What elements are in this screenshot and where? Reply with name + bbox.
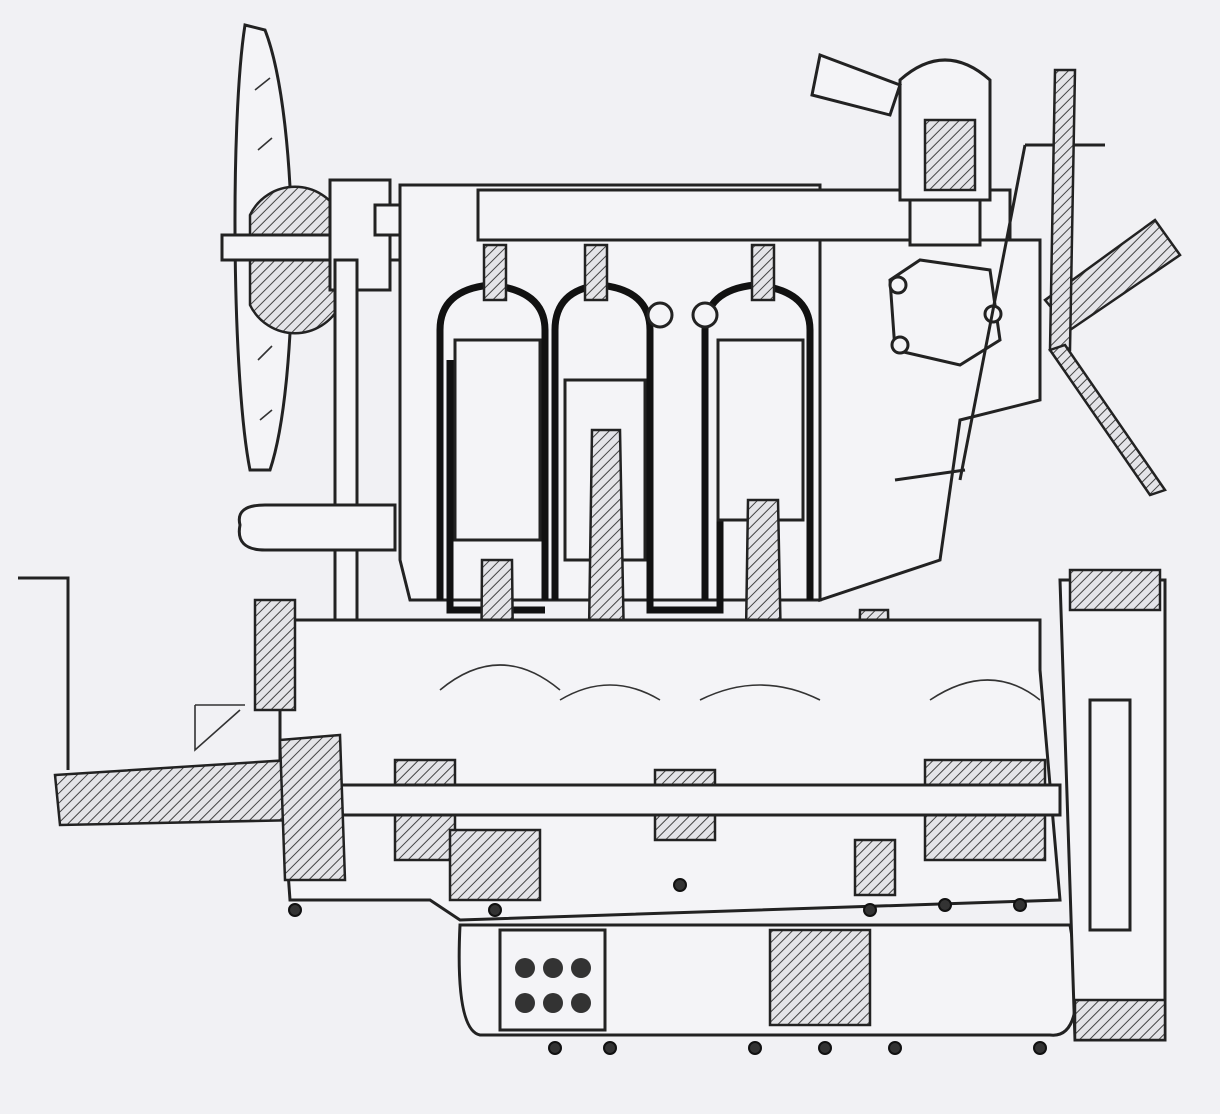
flywheel: [1058, 568, 1167, 1042]
inlet-pipe: [194, 503, 397, 752]
crankcase: [278, 618, 1062, 922]
crankshaft: [318, 758, 1062, 902]
starting-crank: [18, 576, 347, 882]
carburetor: [810, 52, 992, 247]
pistons: [453, 338, 805, 562]
oil-sump: [457, 923, 1079, 1037]
rear-fan: [1048, 68, 1167, 497]
spark-plugs: [482, 243, 776, 302]
bolts: [288, 878, 1047, 1055]
